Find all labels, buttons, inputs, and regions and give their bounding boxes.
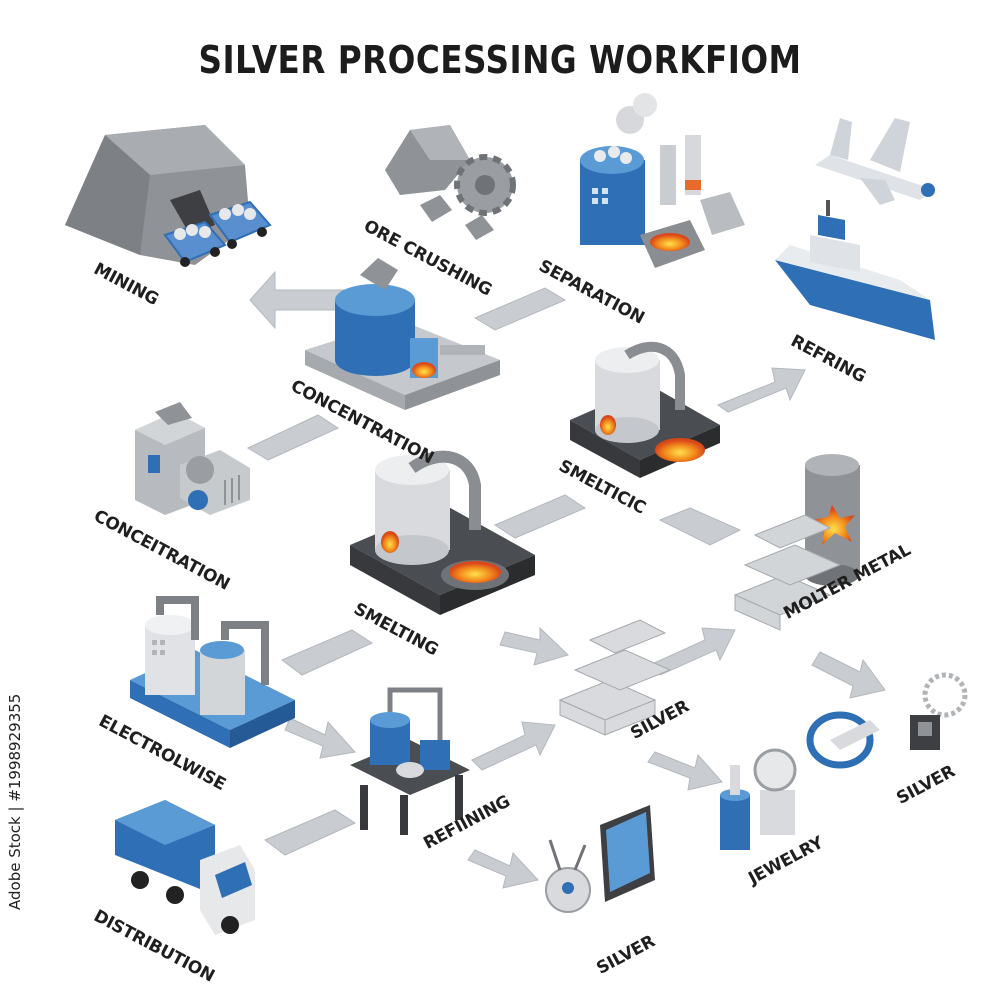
arrow-electrolwise-to-refiining bbox=[284, 717, 356, 759]
silver-bars-icon bbox=[558, 619, 672, 736]
bar-conceitration-to-concentration bbox=[246, 414, 340, 461]
bar-distribution-to-refiining bbox=[264, 809, 357, 856]
stock-watermark: Adobe Stock | #1998929355 bbox=[6, 694, 28, 910]
arrow-refiining-to-silver bbox=[471, 721, 556, 771]
jewelry-icon bbox=[720, 748, 797, 850]
arrow-smelting-to-silver bbox=[499, 626, 569, 666]
distribution-truck-icon bbox=[115, 800, 255, 935]
molter-metal-icon bbox=[733, 454, 860, 631]
stock-id: Adobe Stock | #1998929355 bbox=[6, 693, 24, 910]
ore-crushing-icon bbox=[385, 125, 516, 240]
conceitration-icon bbox=[135, 402, 250, 515]
bar-crushing-to-separation bbox=[473, 287, 567, 331]
bar-electrolwise-to-smelting bbox=[281, 629, 374, 676]
electrolwise-icon bbox=[130, 596, 295, 748]
smelting-icon bbox=[350, 450, 535, 615]
silver-jewelry-icon bbox=[806, 672, 968, 769]
arrow-molter-to-silver-right bbox=[811, 651, 886, 699]
bar-smelticic-to-molter bbox=[658, 507, 742, 546]
page-title: SILVER PROCESSING WORKFIOM bbox=[198, 38, 802, 82]
bar-smelting-to-smelticic bbox=[493, 494, 587, 539]
refiining-icon bbox=[350, 687, 470, 835]
arrow-silver-to-jewelry bbox=[647, 751, 723, 791]
separation-icon bbox=[580, 93, 745, 268]
concentration-icon bbox=[305, 258, 500, 410]
mining-icon bbox=[65, 125, 272, 267]
airplane-icon bbox=[815, 118, 935, 205]
arrow-refiining-to-silver-bottom bbox=[467, 849, 539, 889]
arrow-concentration-to-mining bbox=[249, 270, 346, 330]
ship-icon bbox=[775, 200, 935, 340]
smelticic-icon bbox=[570, 341, 720, 478]
silver-devices-icon bbox=[545, 805, 655, 913]
arrow-smelticic-to-refring bbox=[716, 367, 806, 413]
arrow-silver-to-molter bbox=[649, 627, 736, 676]
